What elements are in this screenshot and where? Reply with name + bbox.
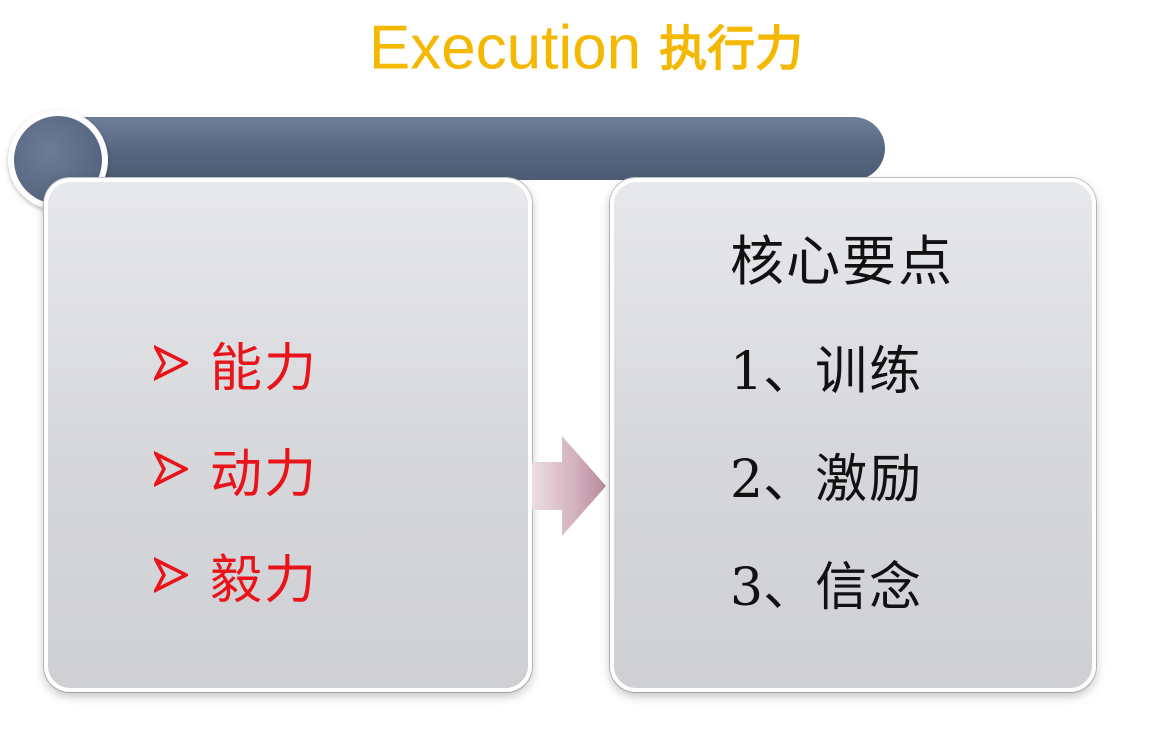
header-bar — [30, 117, 885, 180]
arrowhead-bullet-icon — [154, 557, 188, 593]
point-number: 1、 — [730, 342, 816, 402]
title-english: Execution — [368, 13, 642, 83]
bullet-item: 毅力 — [154, 522, 318, 628]
point-label: 信念 — [815, 558, 924, 618]
point-number: 2、 — [730, 450, 816, 510]
key-points-heading: 核心要点 — [730, 230, 954, 293]
left-card: 能力 动力 毅力 — [44, 178, 532, 692]
bullet-label: 毅力 — [210, 550, 319, 611]
point-label: 激励 — [815, 450, 924, 510]
arrowhead-bullet-icon — [154, 451, 188, 487]
key-point: 1、训练 — [730, 318, 954, 426]
bullet-label: 动力 — [210, 444, 319, 505]
key-point: 2、激励 — [730, 426, 954, 534]
slide-title: Execution 执行力 — [0, 8, 1172, 89]
bullet-item: 动力 — [154, 416, 318, 522]
point-number: 3、 — [730, 558, 816, 618]
right-card: 核心要点 1、训练 2、激励 3、信念 — [610, 178, 1096, 692]
arrowhead-bullet-icon — [154, 345, 188, 381]
right-arrow-icon — [532, 436, 606, 536]
key-point: 3、信念 — [730, 534, 954, 642]
key-points: 核心要点 1、训练 2、激励 3、信念 — [730, 222, 954, 642]
bullet-list: 能力 动力 毅力 — [154, 310, 318, 628]
bullet-label: 能力 — [210, 338, 319, 399]
bullet-item: 能力 — [154, 310, 318, 416]
title-chinese: 执行力 — [659, 20, 804, 77]
point-label: 训练 — [815, 342, 924, 402]
